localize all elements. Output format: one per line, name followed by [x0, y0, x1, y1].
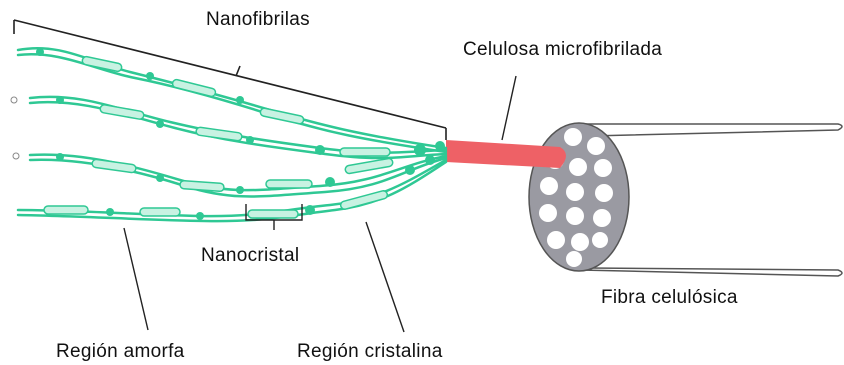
microfibrillated-cellulose-leader — [502, 76, 516, 140]
nanofibrils-bracket — [14, 20, 446, 140]
label-crystalline-region: Región cristalina — [297, 342, 443, 361]
label-nanofibrils: Nanofibrilas — [206, 10, 310, 29]
label-microfibrillated-cellulose: Celulosa microfibrilada — [463, 40, 662, 59]
amorphous-region-leader — [124, 228, 148, 330]
fiber-body — [578, 124, 842, 136]
label-nanocrystal: Nanocristal — [201, 246, 299, 265]
crystalline-region-leader — [366, 222, 404, 332]
strand-start-markers — [11, 97, 19, 159]
label-amorphous-region: Región amorfa — [56, 342, 185, 361]
fiber-body-bottom — [580, 268, 842, 276]
label-cellulosic-fiber: Fibra celulósica — [601, 288, 738, 307]
